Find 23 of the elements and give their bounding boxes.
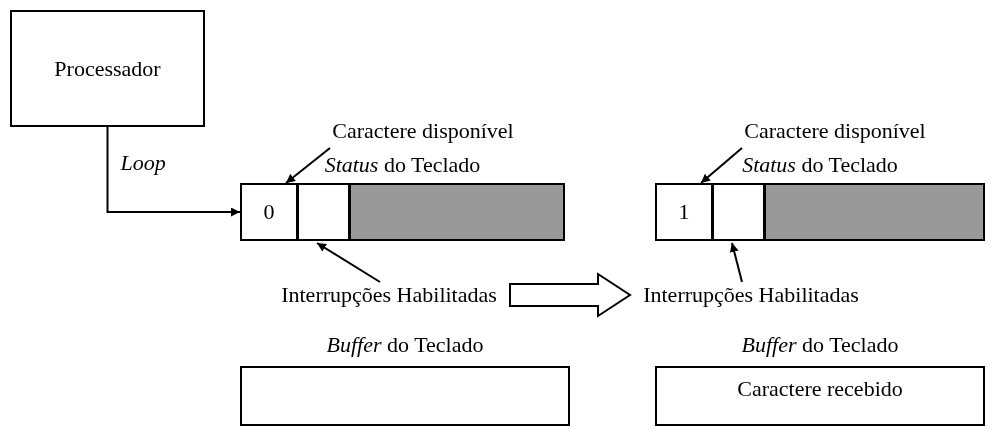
callout-label: Caractere disponível [318, 116, 528, 146]
arrow [106, 126, 241, 217]
leader-arrow [316, 242, 381, 283]
register-bit-cell: 1 [655, 183, 713, 241]
processor-box: Processador [10, 10, 205, 127]
buffer-title: Buffer do Teclado [325, 331, 485, 359]
leader-arrow [700, 147, 743, 184]
unused-register-bits [764, 183, 985, 241]
leader-arrow [729, 242, 743, 283]
callout-label: Interrupções Habilitadas [632, 280, 870, 310]
buffer-box: Caractere recebido [655, 366, 985, 426]
edge-label: Loop [120, 150, 166, 176]
register-bit-cell [712, 183, 765, 241]
callout-label: Interrupções Habilitadas [270, 280, 508, 310]
register-bit-cell: 0 [240, 183, 298, 241]
register-bit-cell [297, 183, 350, 241]
callout-label: Caractere disponível [730, 116, 940, 146]
buffer-title: Buffer do Teclado [740, 331, 900, 359]
hollow-arrow [509, 272, 632, 318]
leader-arrow [285, 147, 331, 184]
register-title: Status do Teclado [741, 151, 899, 179]
unused-register-bits [349, 183, 565, 241]
register-title: Status do Teclado [323, 151, 482, 179]
